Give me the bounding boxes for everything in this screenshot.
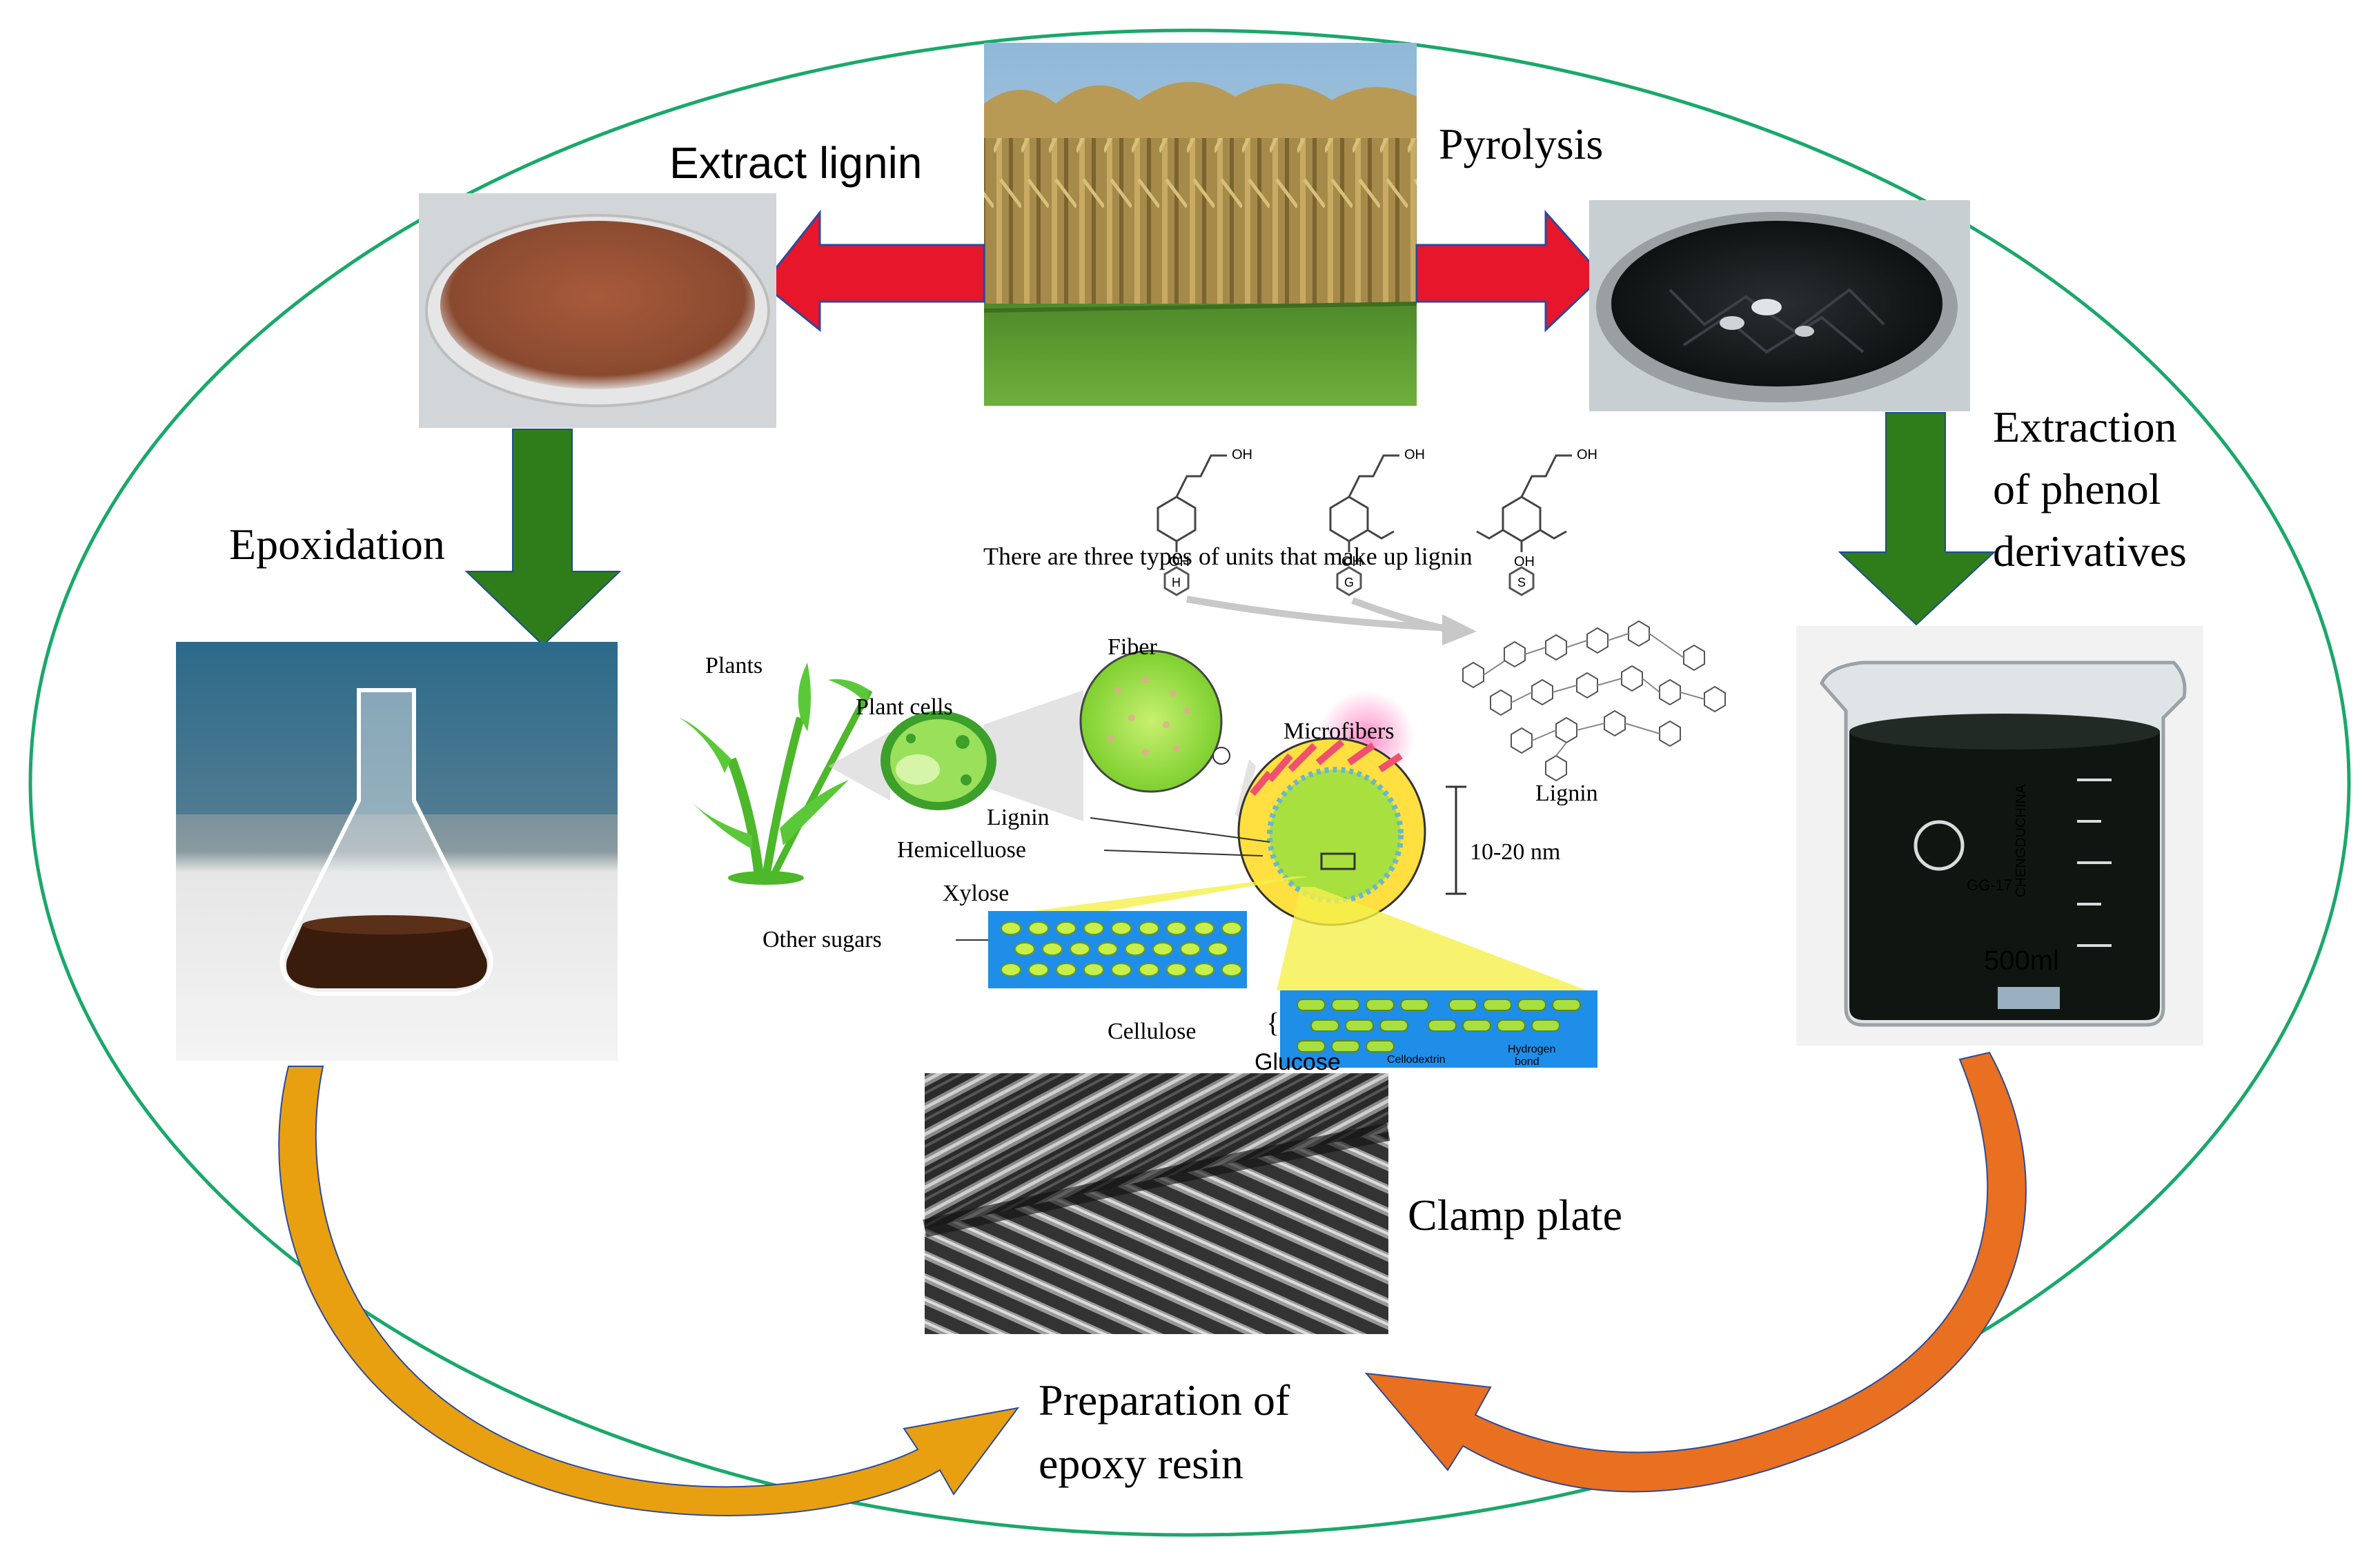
phenol-derivatives-beaker-photo <box>1796 626 2203 1046</box>
size-label: 10-20 nm <box>1470 839 1560 865</box>
oh-label-h-bottom: OH <box>1169 554 1190 569</box>
hemicellulose-xylose-box <box>988 911 1247 988</box>
beaker-model: GG-17 <box>1967 877 2012 894</box>
other-sugars-label: Other sugars <box>763 927 882 952</box>
lignin-polymer-network <box>1462 620 1726 782</box>
red-arrow-right <box>1415 210 1604 333</box>
plant-cell-illustration <box>881 711 996 810</box>
fiber-illustration <box>1079 649 1230 793</box>
extract-lignin-label: Extract lignin <box>669 138 922 188</box>
hemicelluose-label: Hemicelluose <box>897 837 1026 863</box>
red-arrow-left <box>761 209 985 333</box>
lignin-polymer-bonds <box>1483 633 1705 756</box>
orange-curved-arrow <box>1364 1051 2027 1493</box>
carbon-fiber-clamp-plate-photo <box>923 1073 1390 1334</box>
lignocellulose-schematic: OH OH OH OH OH OH There are three types … <box>673 442 1746 1075</box>
oh-label-s-bottom: OH <box>1514 554 1535 569</box>
unit-s-label: S <box>1517 576 1526 589</box>
lignin-unit-hexagons <box>1163 566 1535 596</box>
oh-label-s: OH <box>1577 447 1597 462</box>
oh-label-h: OH <box>1232 447 1252 462</box>
cellodextrin-label: Cellodextrin <box>1387 1054 1445 1066</box>
lignin-powder-photo <box>419 193 776 428</box>
hydrogen-label: Hydrogen <box>1508 1044 1555 1055</box>
lignin-monomer-structures <box>1157 454 1572 552</box>
microfibers-label: Microfibers <box>1284 718 1395 744</box>
cycle-ellipse <box>28 28 2351 1537</box>
corn-field-photo <box>983 43 1417 406</box>
extraction-label-line2: of phenol <box>1993 464 2161 513</box>
beaker-volume: 500ml <box>1984 946 2059 976</box>
preparation-label-line1: Preparation of <box>1039 1376 1290 1425</box>
unit-h-label: H <box>1172 576 1181 589</box>
epoxidized-lignin-flask-photo <box>176 642 618 1061</box>
gold-curved-arrow <box>278 1066 1020 1516</box>
oh-label-g: OH <box>1404 447 1425 462</box>
epoxidation-label: Epoxidation <box>229 520 445 569</box>
unit-g-label: G <box>1344 576 1354 589</box>
cellulose-glucose-box <box>1280 990 1597 1068</box>
green-arrow-right <box>1838 412 1996 626</box>
preparation-label-line2: epoxy resin <box>1039 1439 1243 1488</box>
fiber-label: Fiber <box>1108 634 1157 660</box>
plant-cells-label: Plant cells <box>856 694 953 720</box>
bond-label: bond <box>1515 1056 1540 1068</box>
xylose-label: Xylose <box>943 881 1009 906</box>
microfiber-stripes <box>1250 739 1403 796</box>
brace: { <box>1266 1007 1279 1038</box>
lignin-units-caption: There are three types of units that make… <box>983 542 1473 570</box>
pyrolysis-char-photo <box>1589 200 1970 411</box>
cellulose-label: Cellulose <box>1108 1019 1196 1044</box>
oh-label-g-bottom: OH <box>1341 554 1362 569</box>
lignin-polymer-label: Lignin <box>1535 781 1598 806</box>
green-arrow-left <box>464 429 622 647</box>
clamp-plate-label: Clamp plate <box>1408 1191 1622 1240</box>
extraction-label-line1: Extraction <box>1993 402 2177 451</box>
extraction-label-line3: derivatives <box>1993 527 2187 576</box>
beaker-brand: CHENGDUCHINA <box>2014 784 2029 897</box>
plant-illustration <box>680 663 873 885</box>
plants-label: Plants <box>705 653 763 678</box>
pyrolysis-label: Pyrolysis <box>1439 119 1603 168</box>
lignin-layer-label: Lignin <box>987 805 1050 830</box>
glucose-label: Glucose <box>1255 1049 1341 1075</box>
